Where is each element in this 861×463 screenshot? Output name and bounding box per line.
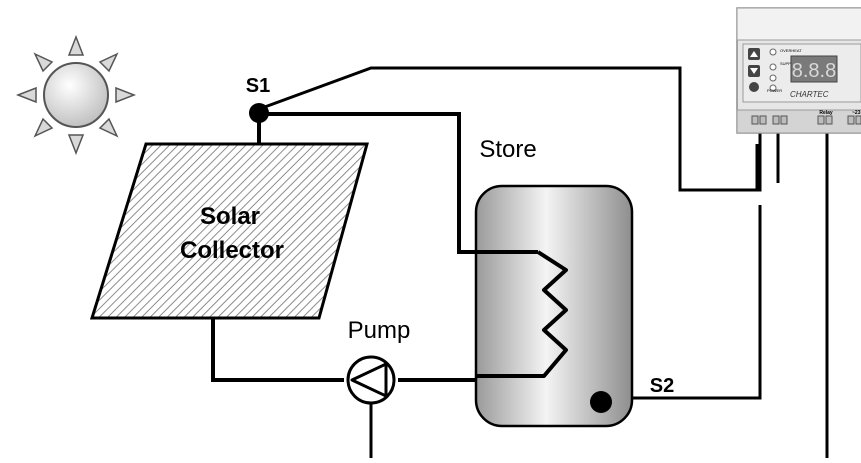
relay-terminal-label: Relay [819,110,833,116]
display-screen [790,55,838,83]
down-arrow-icon[interactable] [748,65,760,77]
power-button-icon[interactable] [749,82,759,92]
sun-icon [15,34,137,156]
up-arrow-icon[interactable] [748,48,760,60]
collector-flow-pipe [257,112,538,254]
collector-label-line2: Collector [180,237,284,264]
store-label: Store [479,136,536,163]
indicator-label-overheat: OVERHEAT [780,48,802,53]
store-tank [474,184,634,428]
s1-sensor-wire [261,66,762,192]
indicator-label-supply: SUPPLY [780,61,796,66]
display-readout: 8.8.8 [792,60,836,82]
indicator-label-power: POWER [767,88,782,93]
controller-unit: OVERHEAT SUPPLY POWER 8.8.8 CHARTEC Rela… [736,7,861,134]
heat-exchanger-coil [475,250,568,378]
collector-return-pipe [211,318,475,382]
terminal-block [751,115,861,125]
power-terminal-label: ~23 [852,110,861,116]
pump-icon [346,355,396,458]
brand-logo-text: CHARTEC [790,90,829,99]
sensor-s2-label: S2 [650,375,674,397]
s2-sensor-wire [632,124,780,400]
solar-collector [89,142,369,320]
indicator-leds [769,48,777,92]
sensor-s2-icon [590,391,612,413]
sensor-s1-label: S1 [246,75,270,97]
pump-label: Pump [348,317,411,344]
collector-label-line1: Solar [200,203,260,230]
